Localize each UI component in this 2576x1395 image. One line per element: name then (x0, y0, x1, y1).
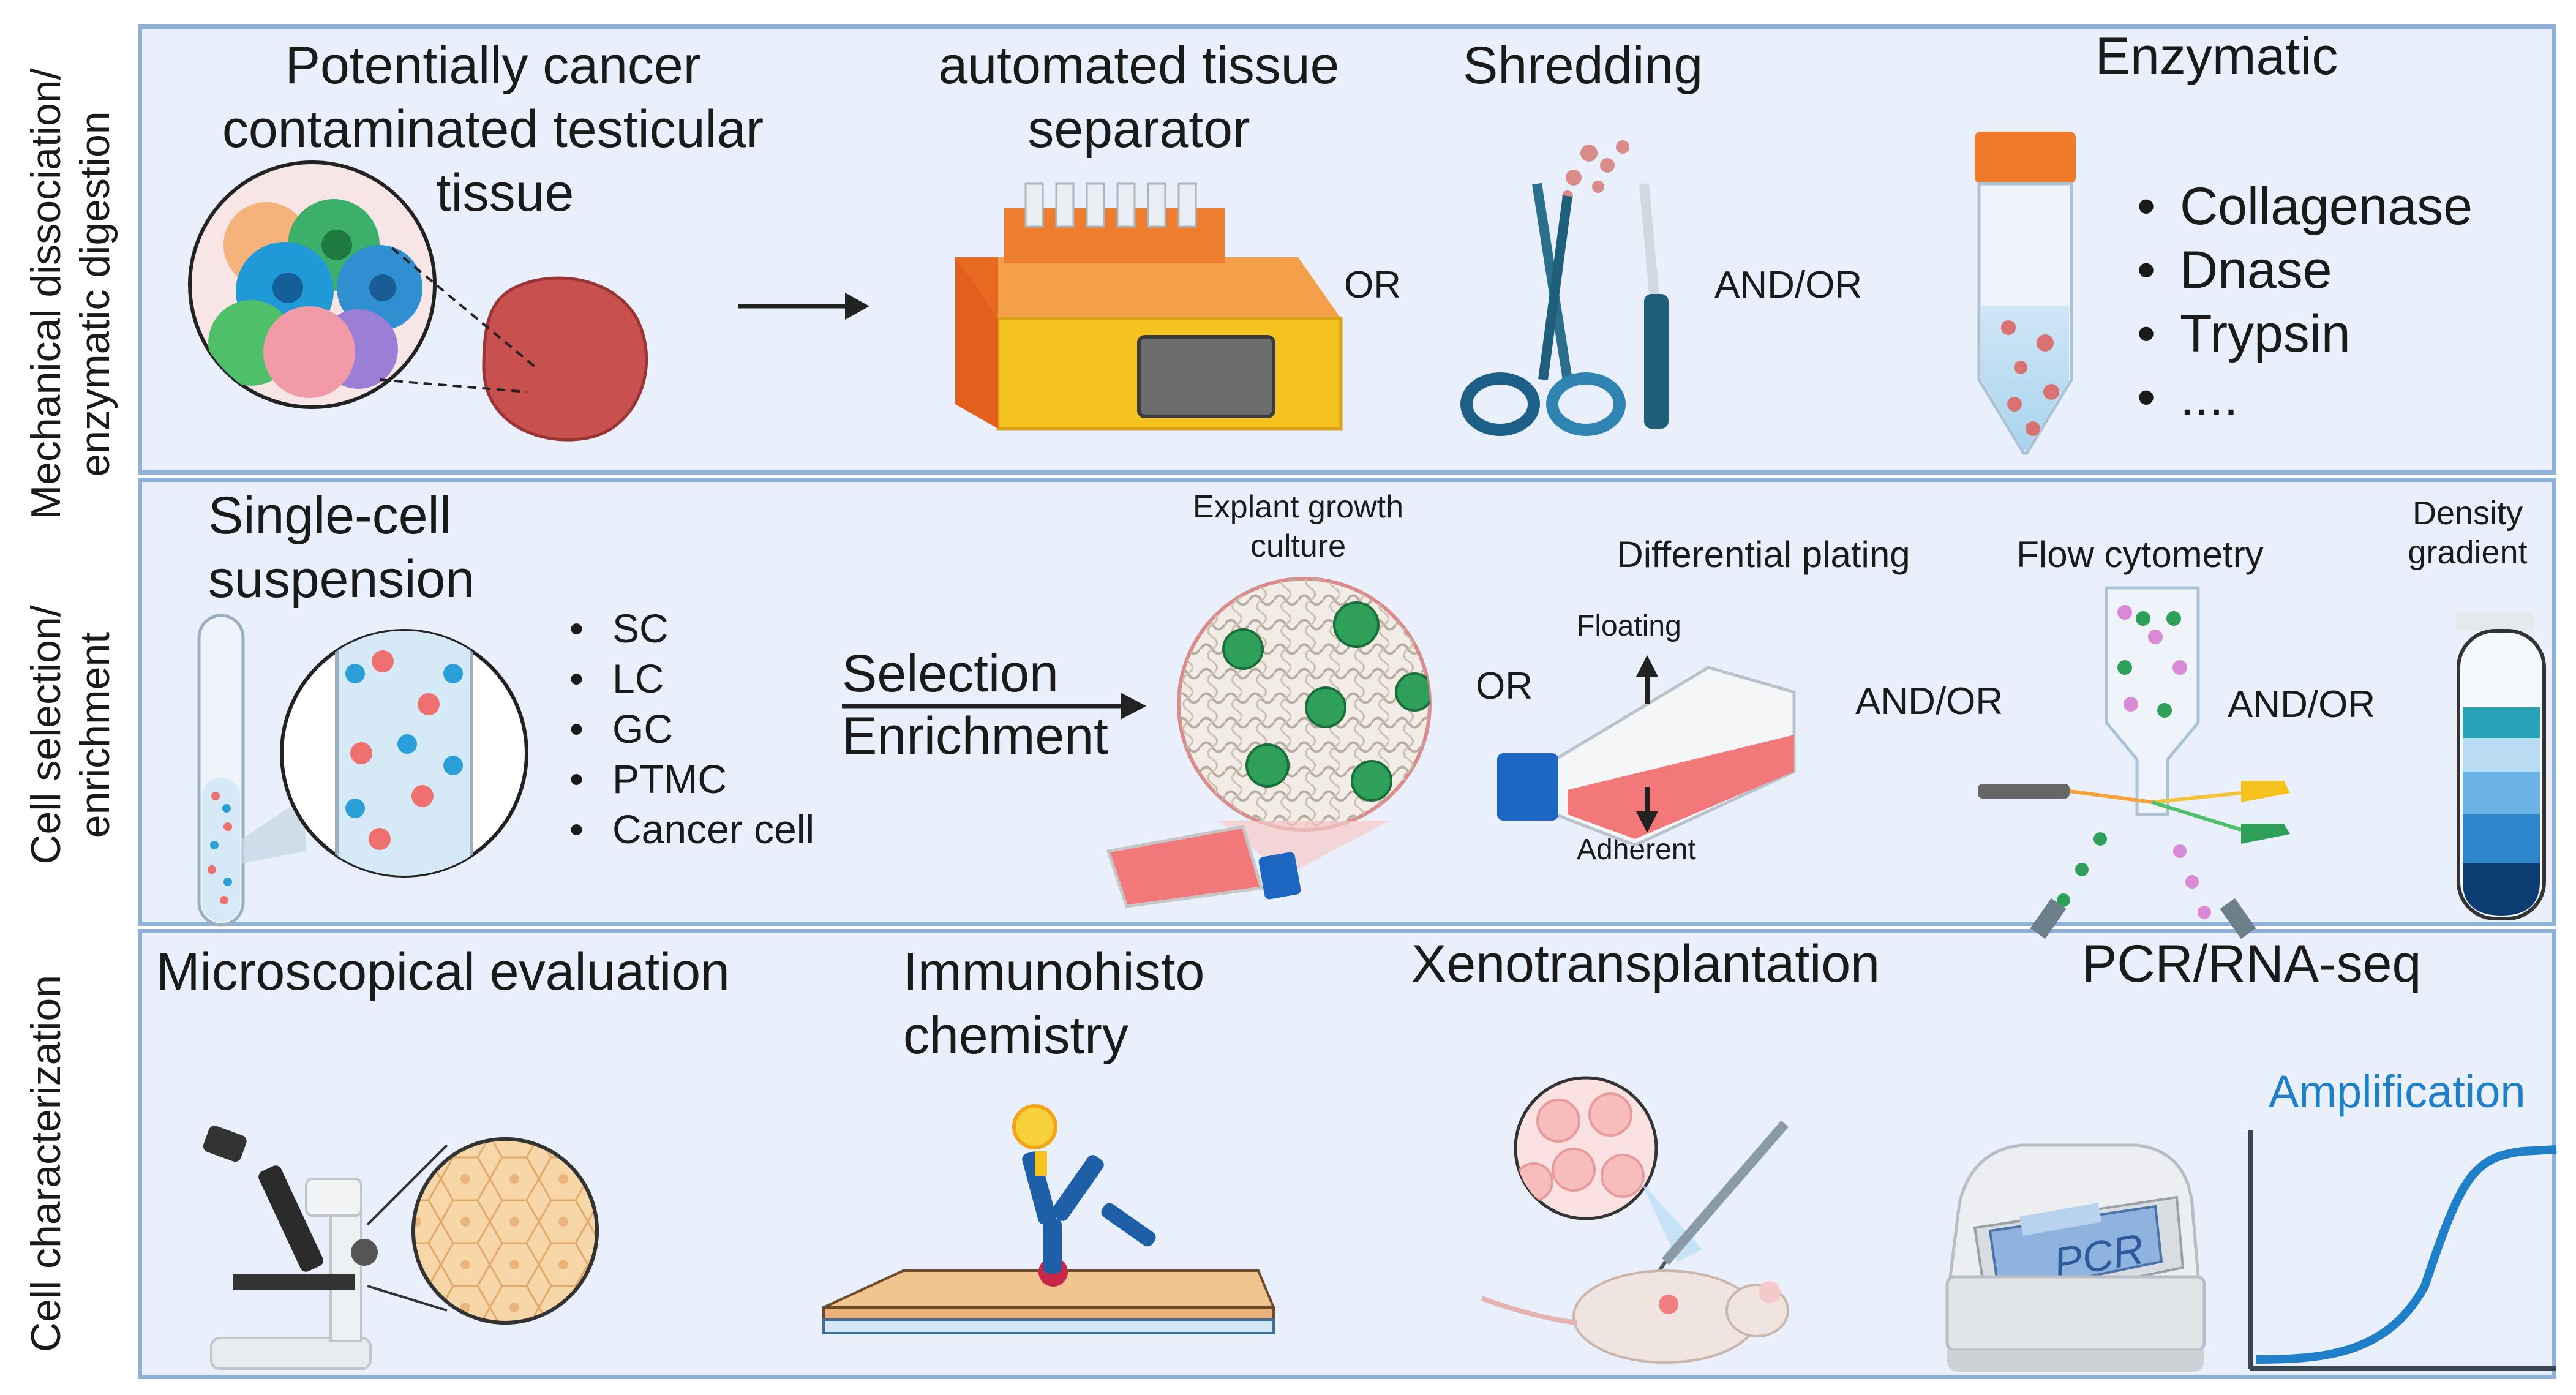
arrow-icon (738, 293, 869, 320)
suspension-zoom-circle-icon (280, 629, 528, 878)
tissue-piece-icon (379, 247, 648, 442)
enrichment-label: Enrichment (842, 707, 1108, 765)
amplification-curve-icon (2248, 1130, 2557, 1371)
list-item: LC (557, 653, 814, 704)
differential-plating-flask-icon (1497, 655, 1796, 847)
flow-cytometer-icon (1978, 586, 2290, 939)
list-item: PTMC (557, 754, 814, 804)
tissue-title: Potentially cancer contaminated testicul… (222, 36, 764, 222)
tissue-separator-device-icon (955, 182, 1343, 431)
ihc-title: Immunohisto chemistry (903, 942, 1205, 1065)
list-item: Dnase (2125, 238, 2473, 302)
differential-plating-title: Differential plating (1617, 534, 1910, 575)
microscopy-zoom-circle-icon (411, 1137, 599, 1325)
and-or-label: AND/OR (1855, 680, 2003, 723)
or-label: OR (1344, 264, 1401, 306)
suspension-tube-icon (197, 614, 306, 927)
xenotransplantation-title: Xenotransplantation (1411, 934, 1880, 993)
explant-title: Explant growth culture (1193, 489, 1403, 564)
xenotransplant-mouse-icon (1481, 1076, 1789, 1364)
explant-culture-icon (1106, 577, 1432, 908)
enzyme-list: Collagenase Dnase Trypsin .... (2125, 175, 2473, 429)
antibody-slide-icon (822, 1104, 1275, 1334)
density-gradient-tube-icon (2455, 612, 2546, 920)
or-label: OR (1476, 665, 1533, 707)
floating-label: Floating (1577, 610, 1681, 642)
list-item: .... (2125, 366, 2473, 429)
and-or-label: AND/OR (1714, 264, 1863, 306)
list-item: Cancer cell (557, 804, 814, 854)
amplification-label: Amplification (2269, 1066, 2526, 1117)
suspension-title: Single-cell suspension (208, 486, 475, 609)
list-item: GC (557, 704, 814, 754)
density-gradient-title: Density gradient (2408, 495, 2528, 571)
separator-title: automated tissue separator (938, 36, 1340, 159)
cell-type-list: SC LC GC PTMC Cancer cell (557, 603, 814, 854)
selection-label: Selection (842, 644, 1059, 703)
and-or-label: AND/OR (2228, 683, 2376, 726)
shredding-title: Shredding (1462, 36, 1703, 95)
pcr-title: PCR/RNA-seq (2082, 934, 2422, 993)
pcr-machine-icon: PCR (1945, 1143, 2206, 1372)
microscope-icon (203, 1126, 448, 1370)
list-item: Trypsin (2125, 302, 2473, 366)
scissors-scalpel-icon (1460, 140, 1669, 436)
list-item: Collagenase (2125, 175, 2473, 238)
microscopy-title: Microscopical evaluation (156, 942, 730, 1001)
list-item: SC (557, 603, 814, 653)
tissue-cells-circle-icon (188, 160, 437, 409)
flow-cytometry-title: Flow cytometry (2016, 534, 2264, 575)
enzymatic-tube-icon (1975, 132, 2076, 455)
enzymatic-title: Enzymatic (2095, 27, 2338, 86)
arrow-icon (842, 693, 1146, 720)
